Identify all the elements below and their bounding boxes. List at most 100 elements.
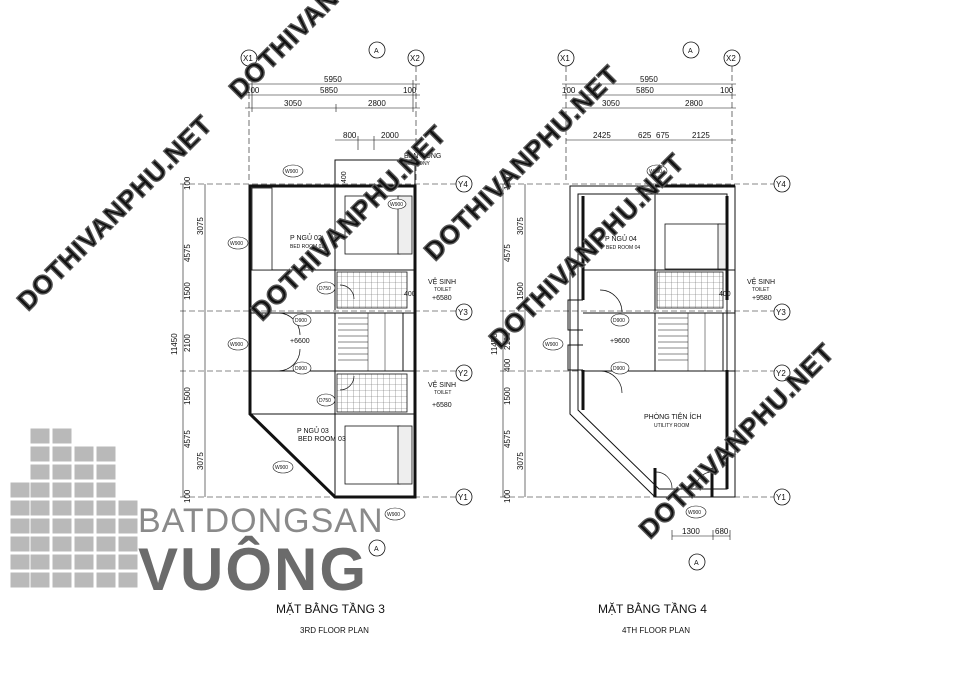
room-bedroom-02-vi: P NGỦ 02 [290,233,322,242]
axis-x2-f4: X2 [726,54,736,63]
axis-x1-f4: X1 [560,54,570,63]
room-toilet-a-vi: VỆ SINH [428,277,456,286]
room-utility-en: UTILITY ROOM [654,423,689,429]
dim-left-8: 4575 [183,430,192,448]
tag-w900-1: W900 [285,169,298,175]
dim-top-total: 5950 [324,75,342,84]
dim-left-4: 1500 [183,282,192,300]
dim-bottom-1-f4: 1300 [682,527,700,536]
dim-left-5-f4: 11450 [490,333,499,355]
room-bedroom-04-vi: P NGỦ 04 [605,234,637,243]
room-utility-vi: PHÒNG TIỆN ÍCH [644,412,701,421]
level-toilet-f4: +9580 [752,295,772,302]
tag-w900-4: W900 [275,465,288,471]
dim-top-inner-f4: 5850 [636,86,654,95]
tag-w900-f4-3: W900 [688,510,701,516]
room-toilet-b-vi: VỆ SINH [428,380,456,389]
dim-left-5: 11450 [170,333,179,355]
dim-top-edge: 100 [246,86,260,95]
axis-y4: Y4 [458,180,468,189]
tag-w900-3: W900 [230,342,243,348]
room-balcony-en: BALCONY [406,161,431,167]
dim-left-8-f4: 1500 [503,387,512,405]
level-hall: +6600 [290,338,310,345]
dim-top-left: 3050 [284,99,302,108]
dim-top-edge-f4: 100 [562,86,576,95]
room-bedroom-04-en: BED ROOM 04 [606,245,640,251]
brand-line1: BATDONGSAN [138,502,384,540]
dim-bottom-2-f4: 680 [715,527,729,536]
level-hall-f4: +9600 [610,338,630,345]
dim-left-2-f4: 3075 [516,217,525,235]
section-mark-a-top-f4: A [688,48,693,55]
axis-x1: X1 [243,54,253,63]
axis-x2: X2 [410,54,420,63]
dim-left-1-f4: 100 [503,176,512,190]
level-toilet-b: +6580 [432,402,452,409]
dim-left-4-f4: 1500 [516,282,525,300]
dim-seg-4-f4: 2125 [692,131,710,140]
dim-balcony-2: 2000 [381,131,399,140]
watermark-6: DOTHIVANPHU.NET [633,337,840,544]
level-toilet-a: +6580 [432,295,452,302]
axis-y3-f4: Y3 [776,308,786,317]
tag-w900-f4-1: W900 [649,169,662,175]
room-toilet-f4-en: TOILET [752,287,769,293]
room-toilet-b-en: TOILET [434,390,451,396]
mark-400-b: 400 [341,171,348,183]
dim-top-edge-2-f4: 100 [720,86,734,95]
tag-d900-1: D900 [295,318,307,324]
tag-w900-2: W900 [230,241,243,247]
tag-w900-f4-2: W900 [545,342,558,348]
room-toilet-f4-vi: VỆ SINH [747,277,775,286]
room-balcony-vi: BAN CÔNG [404,151,441,160]
tag-d900-2: D900 [295,366,307,372]
brand-line2: VUÔNG [138,536,368,603]
axis-y3: Y3 [458,308,468,317]
axis-y2: Y2 [458,369,468,378]
dim-left-11-f4: 100 [503,489,512,503]
room-bedroom-03-vi: P NGỦ 03 [297,426,329,435]
section-mark-a-bottom-f4: A [694,560,699,567]
room-bedroom-02-en: BED ROOM 02 [290,244,324,250]
tag-d750-2: D750 [319,398,331,404]
tag-w900-6: W900 [387,512,400,518]
mark-400-a: 400 [404,291,416,298]
dim-top-right-f4: 2800 [685,99,703,108]
dim-left-2: 3075 [196,217,205,235]
section-mark-a-bottom: A [374,546,379,553]
dim-top-left-f4: 3050 [602,99,620,108]
brand-logo-blocks-icon [9,427,139,589]
plan-subtitle-floor-4: 4TH FLOOR PLAN [622,626,690,635]
tag-d750-1: D750 [319,286,331,292]
dim-left-6: 2100 [183,334,192,352]
section-mark-a-top: A [374,48,379,55]
axis-y2-f4: Y2 [776,369,786,378]
dim-left-9: 3075 [196,452,205,470]
dim-top-inner: 5850 [320,86,338,95]
tag-d900-f4-1: D900 [613,318,625,324]
dim-left-10: 100 [183,489,192,503]
tag-d900-f4-2: D900 [613,366,625,372]
dim-balcony-1: 800 [343,131,357,140]
plan-title-floor-3: MẶT BẰNG TẦNG 3 [276,601,385,616]
axis-y1-f4: Y1 [776,493,786,502]
dim-left-7-f4: 400 [503,358,512,372]
brand-logo: BATDONGSAN VUÔNG [9,427,384,603]
dim-top-right: 2800 [368,99,386,108]
dim-seg-3-f4: 675 [656,131,670,140]
tag-w900-5: W900 [390,202,403,208]
dim-left-9-f4: 4575 [503,430,512,448]
room-toilet-a-en: TOILET [434,287,451,293]
dim-left-1: 100 [183,176,192,190]
dim-left-3-f4: 4575 [503,244,512,262]
plan-floor-3: X1 X2 A 5950 100 5850 100 3050 2800 800 … [170,41,473,635]
dim-left-7: 1500 [183,387,192,405]
plan-subtitle-floor-3: 3RD FLOOR PLAN [300,626,369,635]
room-bedroom-03-en: BED ROOM 03 [298,436,346,443]
dim-left-6-f4: 2100 [503,332,512,350]
dim-top-total-f4: 5950 [640,75,658,84]
dim-seg-1-f4: 2425 [593,131,611,140]
dim-left-10-f4: 3075 [516,452,525,470]
axis-y4-f4: Y4 [776,180,786,189]
